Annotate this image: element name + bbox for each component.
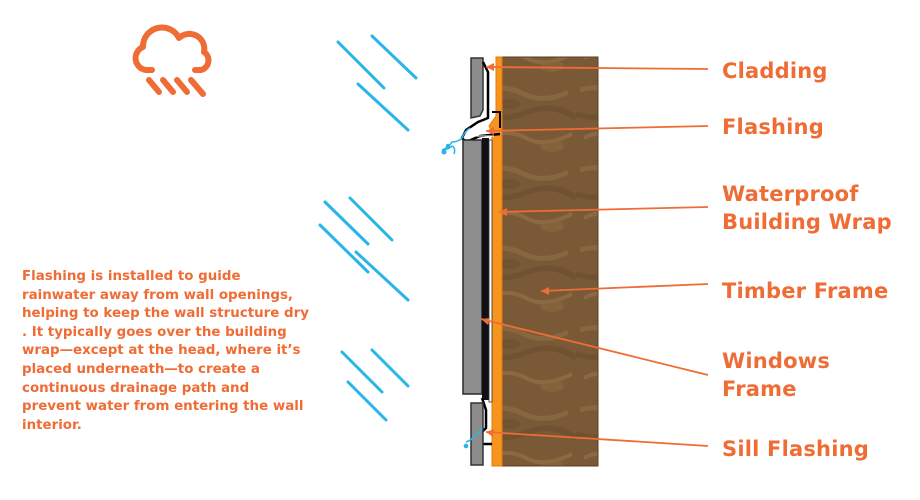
windows-frame <box>462 139 483 395</box>
rain-streaks <box>318 34 418 422</box>
arrowhead <box>486 127 494 135</box>
rain-streak <box>346 380 388 422</box>
leader-building-wrap <box>498 206 709 213</box>
leader-sill-flashing <box>485 431 709 447</box>
leader-timber-frame <box>540 283 709 292</box>
label-cladding: Cladding <box>722 59 828 83</box>
description-line: . It typically goes over the building <box>22 324 287 340</box>
rain-streak <box>318 223 370 274</box>
arrowhead <box>541 287 549 295</box>
rain-streak <box>340 350 384 394</box>
timber-frame <box>501 56 599 467</box>
label-building-wrap: Waterproof Building Wrap <box>722 182 892 234</box>
label-flashing: Flashing <box>722 115 824 139</box>
arrowhead <box>499 208 507 216</box>
leader-lines <box>480 66 709 447</box>
leader-windows-frame <box>480 318 709 376</box>
label-timber-frame: Timber Frame <box>722 279 889 303</box>
rain-streak <box>370 348 410 388</box>
leader-flashing <box>485 125 709 132</box>
description-text: Flashing is installed to guide rainwater… <box>22 268 342 435</box>
rain-streak <box>336 40 386 90</box>
arrowhead <box>481 318 490 325</box>
water-drips <box>441 127 483 449</box>
description-line: helping to keep the wall structure dry <box>22 306 309 322</box>
description-line: rainwater away from wall openings, <box>22 287 293 303</box>
leader-cladding <box>485 66 709 70</box>
description-line: prevent water from entering the wall <box>22 399 304 415</box>
rain-cloud-icon <box>132 24 212 97</box>
rain-streak <box>370 34 418 80</box>
rain-streak <box>354 250 410 302</box>
arrowhead <box>486 429 494 437</box>
rain-streak <box>348 196 394 242</box>
description-line: interior. <box>22 417 82 433</box>
description-line: Flashing is installed to guide <box>22 269 241 284</box>
description-line: continuous drainage path and <box>22 380 250 396</box>
head-flashing <box>460 61 501 144</box>
label-sill-flashing: Sill Flashing <box>722 437 869 461</box>
leader-arrowheads <box>481 63 549 437</box>
upper-cladding <box>470 57 484 119</box>
rain-streak <box>356 82 410 132</box>
arrowhead <box>486 63 494 71</box>
description-line: placed underneath—to create a <box>22 361 260 377</box>
description-line: wrap—except at the head, where it’s <box>22 343 301 359</box>
label-windows-frame: Windows Frame <box>722 349 831 401</box>
rain-streak <box>323 200 370 246</box>
